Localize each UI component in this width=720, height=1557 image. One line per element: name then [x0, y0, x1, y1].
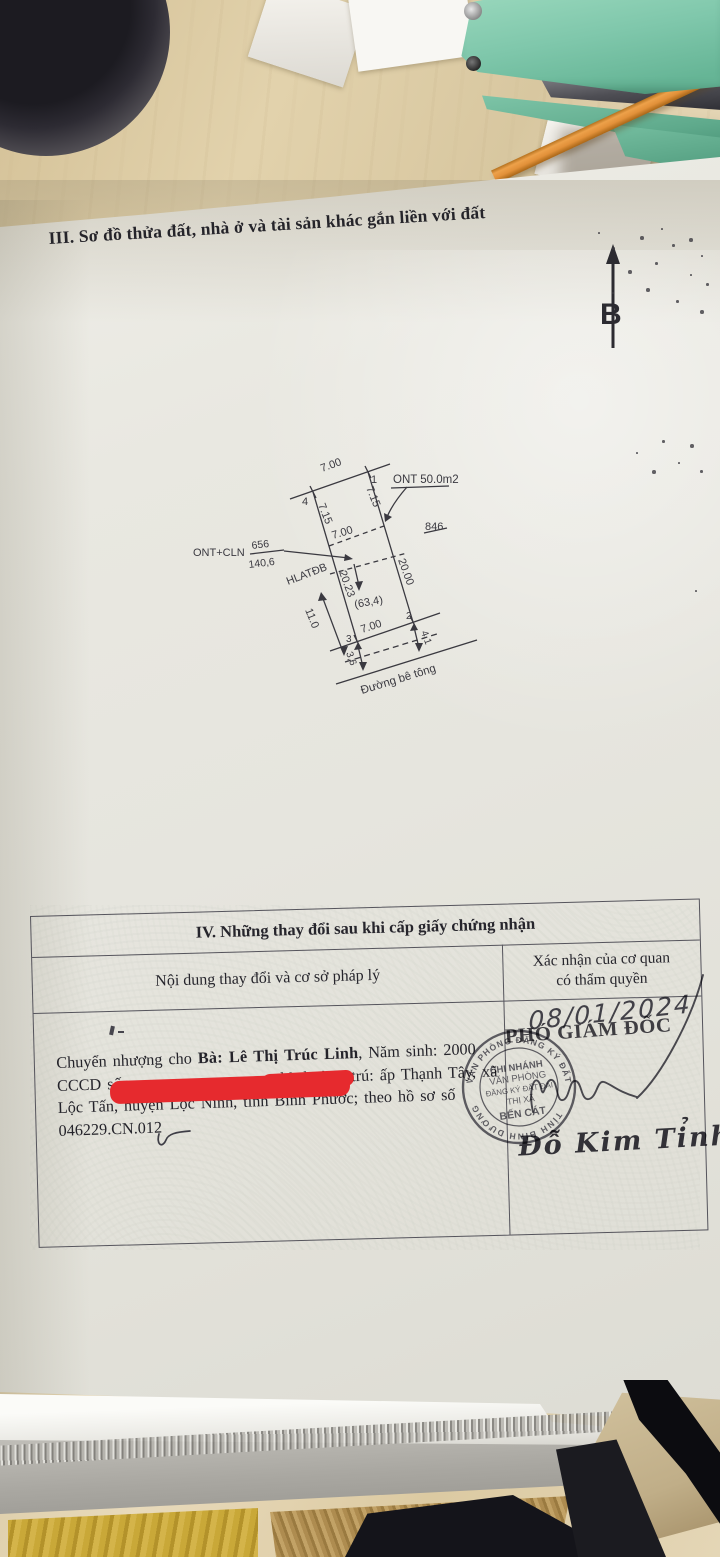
paper-speckle [676, 300, 679, 303]
corner-4: 4 [302, 496, 308, 508]
certificate-page [0, 157, 720, 1422]
paper-shading [0, 200, 90, 1400]
dim-offset-right: 4,1 [418, 629, 433, 646]
label-parcel-type: ONT+CLN [193, 547, 245, 559]
paper-speckle [661, 228, 663, 230]
guilloche-pattern [30, 905, 700, 1250]
paper-sheen [250, 250, 720, 750]
paper-speckle [636, 452, 638, 454]
label-inner-area: (63,4) [353, 594, 383, 611]
north-arrowhead-icon [606, 244, 620, 264]
north-label: B [600, 298, 622, 331]
dim-corridor: 11.0 [302, 607, 321, 631]
north-arrow: B [600, 244, 622, 348]
dim-left-upper: 7.15 [315, 502, 334, 526]
label-ont-area: ONT 50.0m2 [393, 474, 459, 486]
dim-mid: 7.00 [330, 524, 354, 542]
dim-top: 7.00 [319, 456, 343, 475]
paper-speckle [652, 470, 656, 474]
paper-speckle [700, 470, 703, 473]
paper-speckle [689, 238, 693, 242]
label-road: Đường bê tông [359, 663, 437, 697]
paper-speckle [655, 262, 658, 265]
paper-shading [0, 180, 720, 400]
paper-speckle [640, 236, 644, 240]
column-header-content: Nội dung thay đổi và cơ sở pháp lý [155, 966, 381, 990]
label-neighbor-parcel: 846 [425, 521, 443, 533]
corner-1: 1 [371, 474, 377, 486]
paper-speckle [706, 283, 709, 286]
paper-speckle [612, 247, 615, 250]
paper-speckle [695, 590, 697, 592]
label-parcel-area: 140,6 [248, 556, 276, 571]
paper-speckle [678, 462, 680, 464]
corner-2: 2 [406, 611, 412, 622]
dim-right-upper: 7.15 [363, 485, 382, 509]
stapler-pivot-pin [464, 2, 482, 20]
dim-left: 20.23 [336, 569, 357, 599]
paper-speckle [690, 274, 692, 276]
label-parcel-number: 656 [251, 538, 270, 552]
paper-speckle [700, 310, 704, 314]
paper-speckle [612, 292, 614, 294]
signature [530, 974, 704, 1113]
paper-speckle [672, 244, 675, 247]
corner-3: 3 [346, 634, 352, 645]
paper-speckle [598, 232, 600, 234]
stapler-screw [466, 56, 481, 71]
handwritten-mark [157, 1130, 191, 1146]
paper-speckle [690, 444, 694, 448]
paper-speckle [628, 270, 632, 274]
official-round-seal: VĂN PHÒNG ĐĂNG KÝ ĐẤT ĐAI TỈNH BÌNH DƯƠN… [448, 1016, 577, 1145]
dim-offset-left: 3,6 [343, 650, 358, 667]
seal-line-4: THỊ XÃ [506, 1093, 535, 1107]
label-corridor: HLATĐB [285, 561, 329, 587]
ink-mark [118, 1031, 124, 1033]
paper-speckle [646, 288, 650, 292]
parcel-diagram: 7.00 4 1 7.15 7.15 ONT 50.0m2 846 7.00 2… [193, 456, 478, 697]
paper-speckle [701, 255, 703, 257]
paper-speckle [662, 440, 665, 443]
